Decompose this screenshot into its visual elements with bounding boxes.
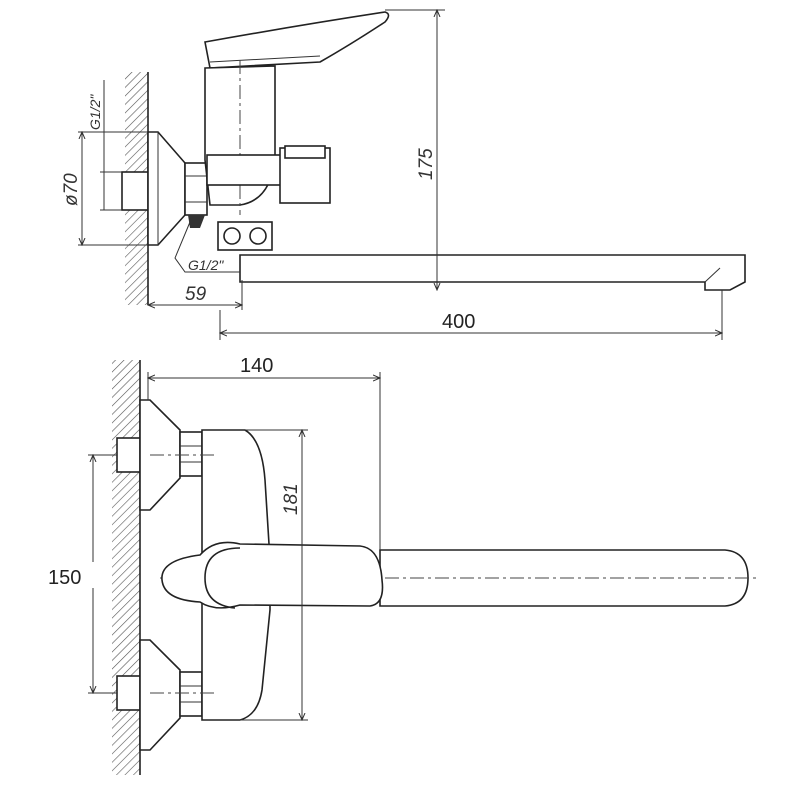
top-thread-label: G1/2" bbox=[87, 94, 103, 130]
depth-dimension: 140 bbox=[240, 355, 273, 377]
lower-inlet-pipe bbox=[116, 675, 141, 711]
thread-detail bbox=[188, 215, 205, 228]
bottom-thread-label: G1/2" bbox=[188, 257, 224, 273]
height-dimension: 175 bbox=[416, 148, 437, 180]
spout bbox=[239, 254, 746, 291]
nut bbox=[184, 162, 208, 216]
inlet-spacing-dimension: 150 bbox=[48, 567, 81, 589]
bottom-fitting bbox=[217, 221, 273, 251]
upper-nut bbox=[179, 431, 203, 477]
handle-lever bbox=[204, 11, 390, 69]
wall-offset-dimension: 59 bbox=[185, 284, 207, 305]
side-view: 175 400 59 ø70 G1/2" G1/2" bbox=[61, 10, 746, 340]
wall-hatch-front bbox=[112, 360, 140, 775]
diameter-dimension: ø70 bbox=[61, 173, 82, 206]
spout-reach-dimension: 400 bbox=[442, 311, 475, 333]
handle-front bbox=[161, 541, 384, 609]
front-view: 140 181 150 bbox=[44, 355, 760, 775]
body-height-dimension: 181 bbox=[281, 483, 302, 515]
lower-nut bbox=[179, 671, 203, 717]
lower-escutcheon bbox=[139, 639, 181, 751]
wall-inlet-pipe bbox=[121, 171, 149, 211]
upper-inlet-pipe bbox=[116, 437, 141, 473]
escutcheon bbox=[147, 131, 186, 246]
